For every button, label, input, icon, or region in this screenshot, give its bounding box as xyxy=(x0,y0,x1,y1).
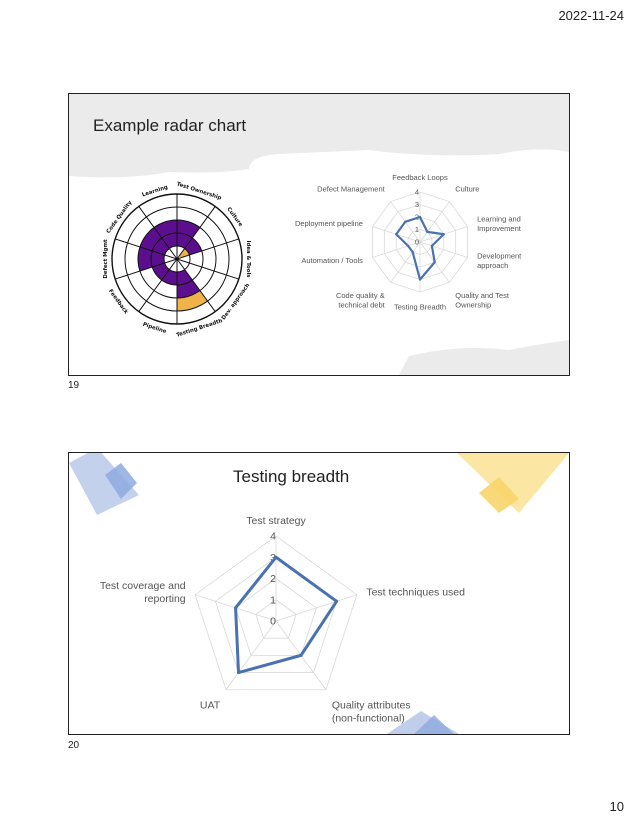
radar-spoke xyxy=(275,594,357,622)
radar-axis-label: Deployment pipeline xyxy=(295,219,363,228)
radar-axis-label: Defect Management xyxy=(317,184,385,193)
radar-point xyxy=(404,220,407,223)
slide-title: Testing breadth xyxy=(233,467,350,486)
radar-point xyxy=(411,251,414,254)
web-spoke xyxy=(115,238,178,260)
web-filled-segment xyxy=(154,220,177,249)
web-spoke xyxy=(138,206,178,260)
slide-20-background xyxy=(69,453,569,734)
slide-19-background xyxy=(69,94,569,375)
radar-tick-label: 4 xyxy=(270,531,276,543)
web-filled-segment xyxy=(177,220,200,249)
radar-axis-label: Code quality &technical debt xyxy=(336,291,386,309)
deco-diamond-blue-small xyxy=(105,463,137,499)
radar-tick-label: 4 xyxy=(415,188,419,197)
radar-point xyxy=(407,244,410,247)
slide-title: Example radar chart xyxy=(93,116,247,135)
web-spoke xyxy=(115,258,178,280)
radar-point xyxy=(433,261,436,264)
radar-spoke xyxy=(419,241,468,258)
deco-diamond-yellow xyxy=(479,477,519,513)
radar-axis-label: UAT xyxy=(200,699,221,711)
web-spoke xyxy=(176,238,239,260)
radar-grid-ring xyxy=(235,578,317,656)
web-highlight-segment xyxy=(177,290,208,311)
radar-tick-label: 0 xyxy=(415,238,419,247)
page-number: 10 xyxy=(609,799,624,814)
radar-axis-label: Testing Breadth xyxy=(394,303,446,312)
radar-point xyxy=(426,230,429,233)
web-spoke xyxy=(176,258,216,312)
web-filled-segment xyxy=(184,237,202,255)
paper-strip-bottom xyxy=(399,340,569,375)
radar-point xyxy=(234,606,238,610)
radar-axis-label: Quality attributes(non-functional) xyxy=(332,699,411,724)
radar-point xyxy=(430,244,433,247)
header-date: 2022-11-24 xyxy=(558,8,624,23)
radar-tick-label: 3 xyxy=(270,552,276,564)
radar-tick-label: 1 xyxy=(270,594,276,606)
radar-point xyxy=(395,233,398,236)
radar-grid-ring xyxy=(194,535,358,691)
radar-point xyxy=(442,233,445,236)
radar-spoke xyxy=(225,620,277,691)
radar-point xyxy=(335,599,339,603)
radar-axis-label: Test strategy xyxy=(246,515,306,527)
radar-tick-label: 2 xyxy=(270,573,276,585)
radar-axis-label: Automation / Tools xyxy=(301,256,363,265)
radar-point xyxy=(299,653,303,657)
radar-tick-label: 1 xyxy=(415,225,419,234)
deco-triangle-blue-bottom xyxy=(414,715,454,734)
web-spoke xyxy=(176,206,216,260)
web-filled-segment xyxy=(177,269,200,298)
paper-strip-top xyxy=(69,94,569,178)
radar-point xyxy=(237,671,241,675)
deco-triangle-yellow xyxy=(457,453,569,513)
radar-spoke xyxy=(419,201,450,243)
web-filled-segment xyxy=(152,263,170,281)
radar-point xyxy=(274,555,278,559)
slide-number: 19 xyxy=(68,380,80,391)
radar-series-line xyxy=(234,555,339,675)
deco-diamond-blue-large xyxy=(69,453,139,515)
radar-axis-label: Feedback Loops xyxy=(392,173,448,182)
web-spoke xyxy=(138,258,178,312)
radar-point xyxy=(418,278,422,281)
radar-tick-label: 0 xyxy=(270,616,276,628)
web-spoke xyxy=(176,258,239,280)
radar-axis-label: Culture xyxy=(455,184,479,193)
web-segment-label: Defect Mgmt xyxy=(103,239,109,279)
radar-point xyxy=(418,215,422,219)
radar-spoke xyxy=(390,241,421,283)
radar-axis-label: Test techniques used xyxy=(366,586,465,598)
radar-tick-label: 3 xyxy=(415,200,419,209)
radar-grid-ring xyxy=(255,599,297,639)
web-filled-segment xyxy=(161,269,177,285)
radar-spoke xyxy=(372,241,421,258)
slide-number: 20 xyxy=(68,740,80,751)
web-segment-label: Idea & Tools xyxy=(245,240,251,277)
